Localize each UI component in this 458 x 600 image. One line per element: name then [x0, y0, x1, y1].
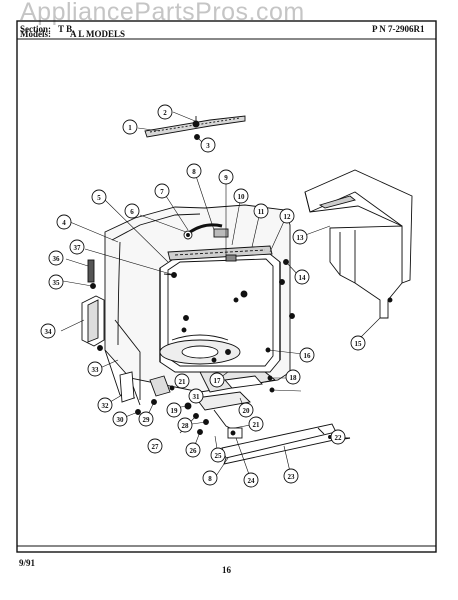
page-border	[16, 20, 437, 553]
callout-number: 18	[290, 374, 298, 382]
section-label: Section:	[20, 24, 51, 34]
callout-17	[209, 372, 225, 388]
callout-bubbles	[40, 104, 366, 488]
callout-27	[147, 438, 163, 454]
callout-number: 20	[243, 407, 251, 415]
callout-8	[186, 163, 202, 179]
callout-number: 11	[258, 208, 265, 216]
callout-number: 27	[152, 443, 160, 451]
callout-number: 4	[62, 219, 66, 227]
callout-12	[279, 208, 295, 224]
callout-35	[48, 274, 64, 290]
callout-number: 22	[335, 434, 343, 442]
callout-3	[200, 137, 216, 153]
callout-16	[299, 347, 315, 363]
callout-18	[285, 369, 301, 385]
callout-number: 1	[128, 124, 132, 132]
vent-assembly	[183, 223, 237, 262]
callout-21b	[248, 416, 264, 432]
callout-37	[69, 239, 85, 255]
callout-26	[185, 442, 201, 458]
callout-number: 8	[192, 168, 196, 176]
models-value: A L MODELS	[70, 29, 125, 39]
callout-number: 6	[130, 208, 134, 216]
header-text: Section: T B Models: A L MODELS P N 7-29…	[20, 24, 425, 39]
callout-number: 36	[53, 255, 61, 263]
callout-number: 13	[297, 234, 305, 242]
callout-21a	[174, 373, 190, 389]
callout-10	[233, 188, 249, 204]
part-number: P N 7-2906R1	[372, 24, 425, 34]
callout-number: 25	[215, 452, 223, 460]
callout-2	[157, 104, 173, 120]
callout-number: 34	[45, 328, 53, 336]
callout-number: 33	[92, 366, 100, 374]
callout-number: 14	[299, 274, 307, 282]
callout-number: 35	[53, 279, 61, 287]
callout-29	[138, 411, 154, 427]
top-cover	[304, 169, 413, 319]
callout-11	[253, 203, 269, 219]
callout-number: 8	[208, 475, 212, 483]
callout-number: 28	[182, 422, 190, 430]
callout-number: 29	[143, 416, 151, 424]
callout-number: 37	[74, 244, 82, 252]
callout-number: 16	[304, 352, 312, 360]
callout-number: 17	[214, 377, 222, 385]
footer-date: 9/91	[19, 558, 36, 568]
callout-20	[238, 402, 254, 418]
callout-23	[283, 468, 299, 484]
callout-numbers: 1 2 3 4 5 6 7 8 9 10 11 12 13 14 15 16 1…	[45, 109, 363, 485]
callout-number: 12	[284, 213, 292, 221]
callout-number: 21	[179, 378, 187, 386]
callout-31	[188, 388, 204, 404]
callout-number: 19	[171, 407, 179, 415]
callout-13	[292, 229, 308, 245]
left-parts	[81, 259, 177, 347]
callout-33	[87, 361, 103, 377]
callout-number: 9	[224, 174, 228, 182]
callout-number: 5	[97, 194, 101, 202]
callout-6	[124, 203, 140, 219]
callout-36	[48, 250, 64, 266]
callout-30	[112, 411, 128, 427]
callout-4	[56, 214, 72, 230]
callout-8b	[202, 470, 218, 486]
page-number: 16	[222, 565, 231, 575]
tub-body	[104, 204, 291, 406]
callout-14	[294, 269, 310, 285]
callout-number: 15	[355, 340, 363, 348]
section-value: T B	[58, 24, 72, 34]
callout-number: 23	[288, 473, 296, 481]
callout-32	[97, 397, 113, 413]
callout-number: 26	[190, 447, 198, 455]
callout-25	[210, 447, 226, 463]
callout-number: 2	[163, 109, 167, 117]
callout-9	[218, 169, 234, 185]
callout-number: 7	[160, 188, 164, 196]
callout-number: 10	[238, 193, 246, 201]
spray-arm	[144, 115, 246, 140]
callout-24	[243, 472, 259, 488]
fasteners	[97, 259, 393, 393]
callout-19	[166, 402, 182, 418]
models-label: Models:	[20, 29, 51, 39]
callout-1	[122, 119, 138, 135]
callout-number: 32	[102, 402, 110, 410]
callout-22	[330, 429, 346, 445]
callout-5	[91, 189, 107, 205]
callout-7	[154, 183, 170, 199]
callout-number: 3	[206, 142, 210, 150]
callout-number: 30	[117, 416, 125, 424]
callout-28	[177, 417, 193, 433]
callout-number: 24	[248, 477, 256, 485]
callout-34	[40, 323, 56, 339]
callout-number: 21	[253, 421, 261, 429]
callout-15	[350, 335, 366, 351]
callout-number: 31	[193, 393, 201, 401]
